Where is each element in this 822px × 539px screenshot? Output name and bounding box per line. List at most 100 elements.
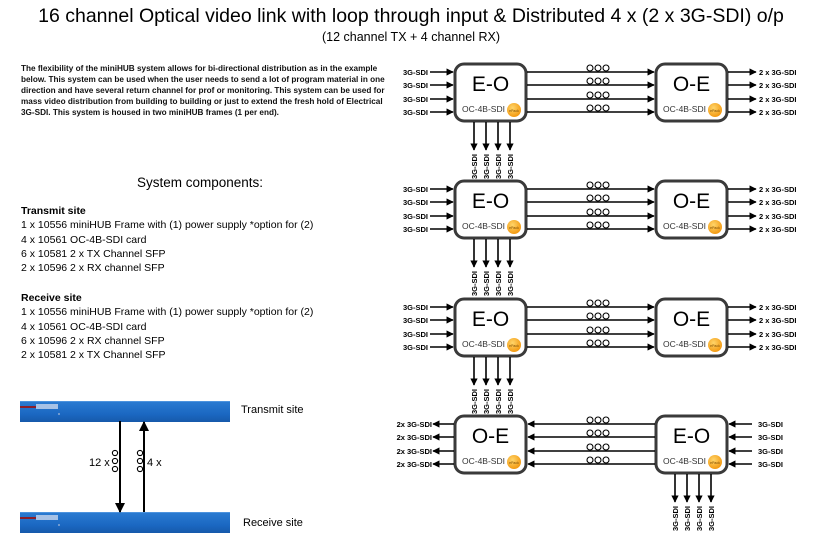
fiber-coil-icon bbox=[586, 339, 610, 347]
brand-logo-icon bbox=[507, 338, 521, 352]
fiber-coil-icon bbox=[586, 221, 610, 229]
transmit-heading: Transmit site bbox=[21, 205, 86, 217]
loop-output-label: 3G-SDI bbox=[695, 506, 704, 531]
input-label: 3G-SDI bbox=[758, 447, 783, 456]
brand-logo-text: ePack bbox=[710, 344, 720, 348]
component-item: 2 x 10596 2 x RX channel SFP bbox=[21, 262, 165, 275]
intro-paragraph: The flexibility of the miniHUB system al… bbox=[21, 64, 385, 117]
brand-logo-text: ePack bbox=[509, 109, 519, 113]
fiber-coil-icon bbox=[136, 449, 144, 473]
output-label: 2 x 3G-SDI bbox=[759, 316, 797, 325]
down-count-label: 12 x bbox=[89, 457, 110, 469]
component-item: 6 x 10581 2 x TX Channel SFP bbox=[21, 247, 166, 260]
left-card-function: E-O bbox=[472, 190, 509, 213]
brand-logo-icon bbox=[708, 220, 722, 234]
page-subtitle: (12 channel TX + 4 channel RX) bbox=[321, 30, 500, 44]
receive-rack bbox=[20, 512, 230, 533]
output-label: 2 x 3G-SDI bbox=[759, 95, 797, 104]
right-card-model: OC-4B-SDI bbox=[663, 456, 706, 466]
fiber-coil-icon bbox=[586, 64, 610, 72]
transmit-site-label: Transmit site bbox=[241, 404, 304, 416]
output-label: 2 x 3G-SDI bbox=[759, 185, 797, 194]
component-item: 4 x 10561 OC-4B-SDI card bbox=[21, 233, 147, 246]
component-item: 1 x 10556 miniHUB Frame with (1) power s… bbox=[21, 219, 314, 232]
fiber-coil-icon bbox=[586, 104, 610, 112]
right-card-model: OC-4B-SDI bbox=[663, 104, 706, 114]
loop-output-label: 3G-SDI bbox=[671, 506, 680, 531]
output-label: 2 x 3G-SDI bbox=[759, 108, 797, 117]
loop-output-label: 3G-SDI bbox=[470, 389, 479, 414]
rack-label bbox=[36, 515, 58, 520]
output-label: 2 x 3G-SDI bbox=[759, 225, 797, 234]
right-card-model: OC-4B-SDI bbox=[663, 339, 706, 349]
fiber-coil-icon bbox=[586, 299, 610, 307]
input-label: 3G-SDI bbox=[758, 433, 783, 442]
fiber-coil-icon bbox=[586, 194, 610, 202]
fiber-coil-icon bbox=[586, 208, 610, 216]
output-label: 2 x 3G-SDI bbox=[759, 198, 797, 207]
input-label: 3G-SDI bbox=[403, 198, 428, 207]
left-card-function: E-O bbox=[472, 73, 509, 96]
rack-label bbox=[36, 404, 58, 409]
loop-output-label: 3G-SDI bbox=[506, 271, 515, 296]
loop-output-label: 3G-SDI bbox=[506, 154, 515, 179]
output-label: 2 x 3G-SDI bbox=[759, 330, 797, 339]
brand-logo-text: ePack bbox=[509, 344, 519, 348]
loop-output-label: 3G-SDI bbox=[482, 389, 491, 414]
output-label: 2 x 3G-SDI bbox=[759, 303, 797, 312]
right-card-model: OC-4B-SDI bbox=[663, 221, 706, 231]
brand-logo-icon bbox=[507, 220, 521, 234]
brand-logo-text: ePack bbox=[710, 461, 720, 465]
rack-led bbox=[58, 524, 60, 526]
left-card-function: O-E bbox=[472, 425, 509, 448]
loop-output-label: 3G-SDI bbox=[494, 389, 503, 414]
rack-badge bbox=[20, 517, 36, 519]
right-card-function: O-E bbox=[673, 190, 710, 213]
brand-logo-icon bbox=[507, 103, 521, 117]
page-title: 16 channel Optical video link with loop … bbox=[38, 5, 784, 27]
loop-output-label: 3G-SDI bbox=[707, 506, 716, 531]
input-label: 3G-SDI bbox=[403, 212, 428, 221]
input-label: 3G-SDI bbox=[403, 68, 428, 77]
receive-heading: Receive site bbox=[21, 292, 82, 304]
input-label: 3G-SDI bbox=[403, 330, 428, 339]
brand-logo-icon bbox=[507, 455, 521, 469]
fiber-coil-icon bbox=[586, 91, 610, 99]
output-label: 2 x 3G-SDI bbox=[759, 81, 797, 90]
component-item: 6 x 10596 2 x RX channel SFP bbox=[21, 334, 165, 347]
loop-output-label: 3G-SDI bbox=[482, 154, 491, 179]
input-label: 3G-SDI bbox=[403, 343, 428, 352]
brand-logo-text: ePack bbox=[509, 226, 519, 230]
fiber-coil-icon bbox=[586, 181, 610, 189]
left-card-model: OC-4B-SDI bbox=[462, 221, 505, 231]
components-title: System components: bbox=[136, 175, 264, 190]
loop-output-label: 3G-SDI bbox=[494, 154, 503, 179]
input-label: 3G-SDI bbox=[403, 225, 428, 234]
loop-output-label: 3G-SDI bbox=[506, 389, 515, 414]
loop-output-label: 3G-SDI bbox=[494, 271, 503, 296]
fiber-coil-icon bbox=[586, 77, 610, 85]
left-card-model: OC-4B-SDI bbox=[462, 339, 505, 349]
component-item: 4 x 10561 OC-4B-SDI card bbox=[21, 320, 147, 333]
output-label: 2 x 3G-SDI bbox=[759, 68, 797, 77]
loop-output-label: 3G-SDI bbox=[683, 506, 692, 531]
input-label: 3G-SDI bbox=[403, 81, 428, 90]
fiber-coil-icon bbox=[586, 429, 610, 437]
input-label: 3G-SDI bbox=[758, 460, 783, 469]
brand-logo-icon bbox=[708, 455, 722, 469]
left-card-function: E-O bbox=[472, 308, 509, 331]
fiber-coil-icon bbox=[586, 416, 610, 424]
brand-logo-icon bbox=[708, 103, 722, 117]
left-card-model: OC-4B-SDI bbox=[462, 456, 505, 466]
fiber-coil-icon bbox=[586, 326, 610, 334]
fiber-coil-icon bbox=[586, 312, 610, 320]
brand-logo-text: ePack bbox=[710, 226, 720, 230]
input-label: 3G-SDI bbox=[403, 303, 428, 312]
input-label: 3G-SDI bbox=[758, 420, 783, 429]
transmit-rack bbox=[20, 401, 230, 422]
loop-output-label: 3G-SDI bbox=[470, 154, 479, 179]
fiber-coil-icon bbox=[586, 443, 610, 451]
output-label: 2x 3G-SDI bbox=[397, 447, 432, 456]
